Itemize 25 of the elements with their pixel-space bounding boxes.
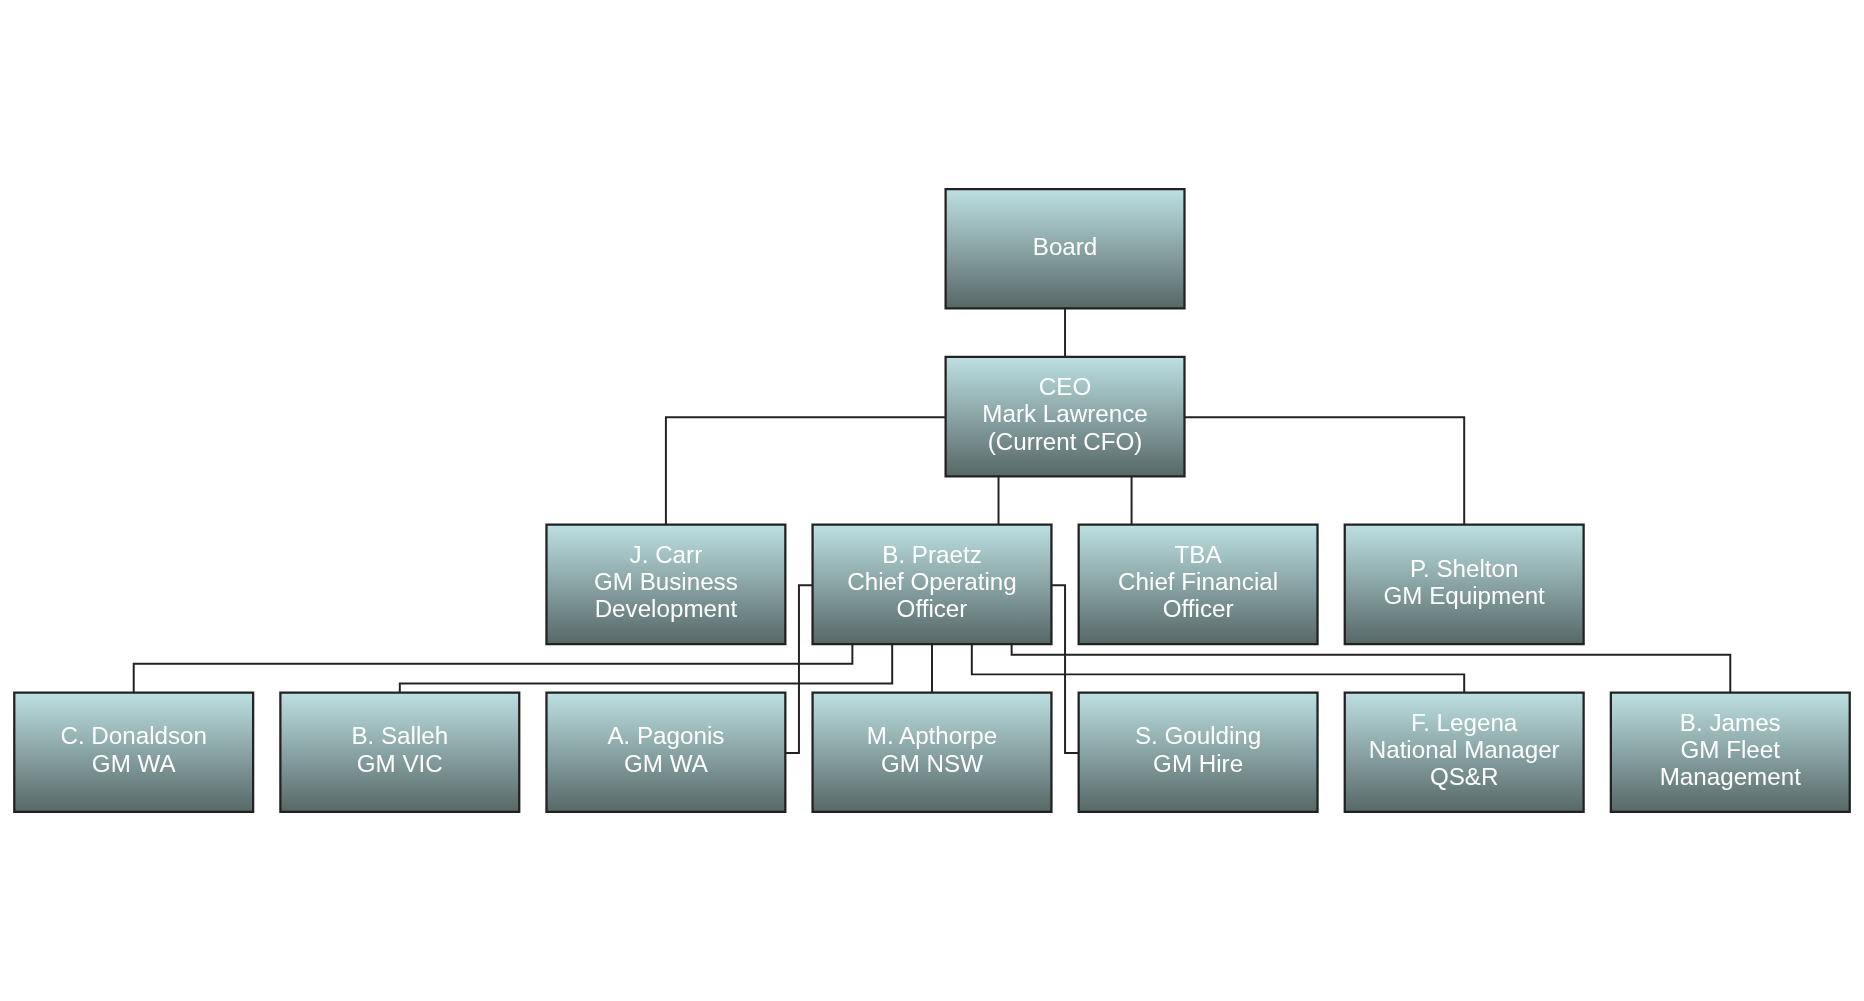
node-box: B. James GM Fleet Management xyxy=(1609,691,1851,814)
node-box: M. Apthorpe GM NSW xyxy=(811,691,1053,814)
connector xyxy=(970,643,1466,694)
connector xyxy=(1010,643,1732,694)
node-box: A. Pagonis GM WA xyxy=(545,691,787,814)
connector xyxy=(931,643,933,693)
connector xyxy=(784,584,814,754)
connector xyxy=(132,643,854,694)
node-box: S. Goulding GM Hire xyxy=(1077,691,1319,814)
node-box: B. Salleh GM VIC xyxy=(279,691,521,814)
node-box: C. Donaldson GM WA xyxy=(13,691,255,814)
connector xyxy=(1130,475,1133,526)
node-box: F. Legena National Manager QS&R xyxy=(1343,691,1585,814)
node-box: B. Praetz Chief Operating Officer xyxy=(811,523,1053,646)
node-box: TBA Chief Financial Officer xyxy=(1077,523,1319,646)
connector xyxy=(398,643,894,694)
connector xyxy=(1050,584,1080,754)
node-box: J. Carr GM Business Development xyxy=(545,523,787,646)
node-box: CEO Mark Lawrence (Current CFO) xyxy=(944,355,1186,478)
connector xyxy=(664,416,947,526)
connector xyxy=(997,475,1000,526)
connector xyxy=(1064,307,1067,358)
node-box: Board xyxy=(944,187,1186,310)
node-box: P. Shelton GM Equipment xyxy=(1343,523,1585,646)
connector xyxy=(1183,416,1466,526)
